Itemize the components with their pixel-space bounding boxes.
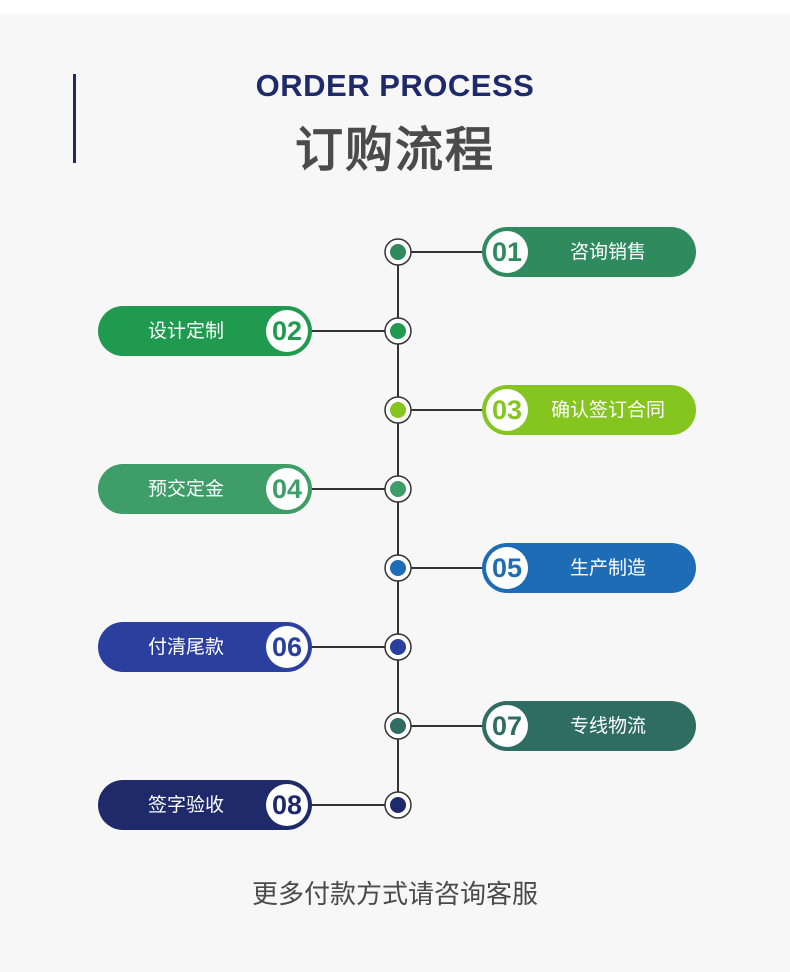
step-pill-01: 01 咨询销售 <box>482 227 696 277</box>
step-number: 02 <box>266 310 308 352</box>
step-number: 06 <box>266 626 308 668</box>
step-label: 设计定制 <box>147 320 224 342</box>
timeline-node-dot <box>390 402 406 418</box>
step-label: 生产制造 <box>569 557 646 579</box>
timeline-node-dot <box>390 244 406 260</box>
step-label: 预交定金 <box>147 478 224 500</box>
step-pill-02: 02 设计定制 <box>98 306 312 356</box>
step-pill-03: 03 确认签订合同 <box>482 385 696 435</box>
footer-note: 更多付款方式请咨询客服 <box>251 880 538 910</box>
step-pill-04: 04 预交定金 <box>98 464 312 514</box>
timeline-node-dot <box>390 481 406 497</box>
accent-bar <box>73 74 76 163</box>
page-title-cn: 订购流程 <box>294 122 495 178</box>
step-pill-08: 08 签字验收 <box>98 780 312 830</box>
step-number: 03 <box>486 389 528 431</box>
timeline-node-dot <box>390 323 406 339</box>
timeline-node-dot <box>390 639 406 655</box>
step-number: 01 <box>486 231 528 273</box>
step-number: 05 <box>486 547 528 589</box>
step-label: 确认签订合同 <box>550 399 665 421</box>
timeline-node-dot <box>390 797 406 813</box>
step-pill-05: 05 生产制造 <box>482 543 696 593</box>
step-number: 08 <box>266 784 308 826</box>
step-pill-07: 07 专线物流 <box>482 701 696 751</box>
step-pill-06: 06 付清尾款 <box>98 622 312 672</box>
timeline-node-dot <box>390 718 406 734</box>
step-label: 签字验收 <box>147 794 224 816</box>
step-label: 专线物流 <box>569 715 646 737</box>
step-label: 咨询销售 <box>569 241 646 263</box>
step-label: 付清尾款 <box>147 636 224 658</box>
step-number: 07 <box>486 705 528 747</box>
step-number: 04 <box>266 468 308 510</box>
timeline-node-dot <box>390 560 406 576</box>
page-title-en: ORDER PROCESS <box>255 68 535 103</box>
